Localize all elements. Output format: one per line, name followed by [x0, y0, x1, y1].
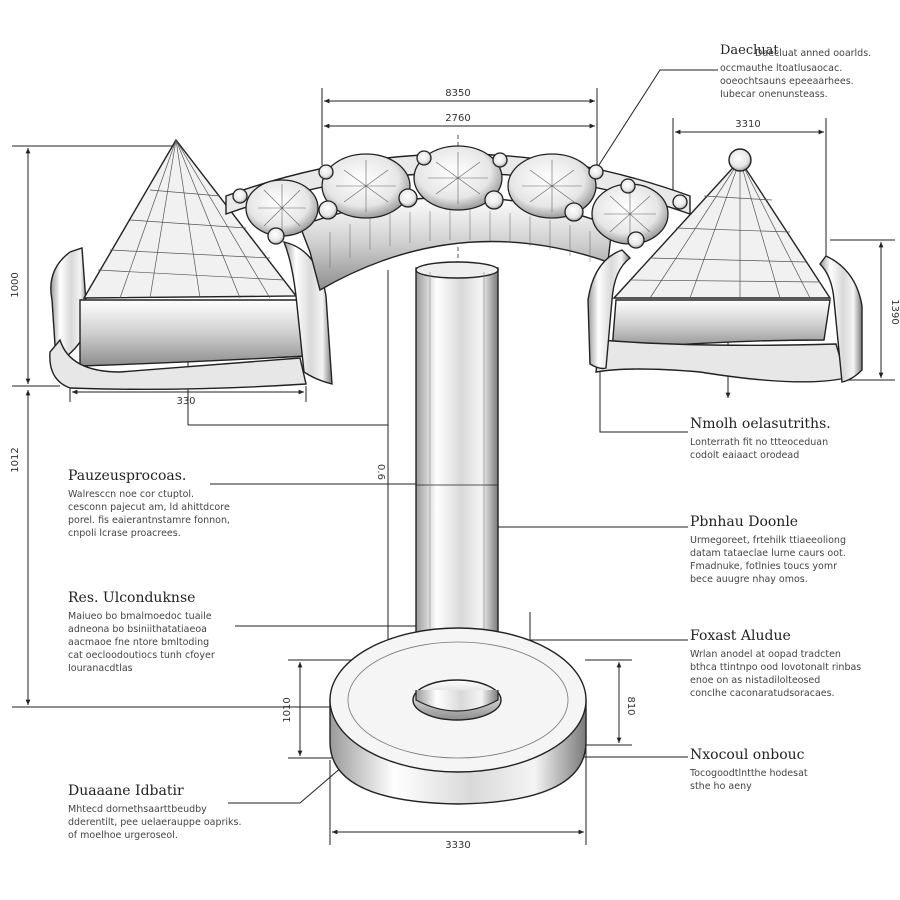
annotation-text: occmauthe ltoatlusaocac. ooeochtsauns ep… [720, 63, 854, 100]
annotation-title: Foxast Aludue [690, 628, 791, 644]
dim-base-height-right: 810 [625, 696, 636, 715]
annotation-text: Lonterrath fit no ttteoceduan codolt eai… [690, 437, 829, 461]
annotation-text: Urmegoreet, frtehilk ttiaeeoliong datam … [690, 535, 846, 585]
annotation-title: Daecluat [720, 43, 779, 58]
dim-right-height: 1390 [889, 299, 900, 324]
annotation-text: Tocogoodtlntthe hodesat sthe ho aeny [690, 768, 808, 792]
annotation-title: Pbnhau Doonle [690, 514, 799, 530]
annotation-title: Nxocoul onbouc [690, 747, 805, 763]
leader-lines [210, 69, 731, 804]
annotation-title: Duaaane Idbatir [68, 783, 184, 799]
dim-overall-width: 8350 [445, 88, 470, 99]
annotation-text: Walresccn noe cor ctuptol. cesconn pajec… [68, 489, 231, 539]
right-gem-setting [587, 148, 863, 383]
dim-base-height-left: 1010 [282, 697, 293, 722]
dim-post-length: 0.6 [375, 464, 386, 480]
bar-gemstones [232, 145, 688, 249]
annotation-title: Pauzeusprocoas. [68, 468, 187, 484]
dim-base-width: 3330 [445, 840, 470, 851]
annotation-text: Wrlan anodel at oopad tradcten bthca tti… [690, 649, 862, 699]
dim-left-gem-width: 330 [176, 396, 195, 407]
base-disc [329, 627, 587, 805]
dim-inner-width: 2760 [445, 113, 470, 124]
annotation-text: Maiueo bo bmalmoedoc tuaile adneona bo b… [68, 611, 215, 674]
dim-total-height: 1012 [10, 447, 21, 472]
annotation-text: Daecluat anned ooarlds. [755, 48, 872, 59]
annotation-title: Res. Ulconduknse [68, 590, 196, 606]
dim-left-height: 1000 [10, 272, 21, 297]
annotation-text: Mhtecd dornethsaarttbeudby dderentilt, p… [68, 804, 242, 841]
dim-right-gem-width: 3310 [735, 119, 760, 130]
dimension-labels: 8350 2760 3310 1000 1012 1390 330 0.6 10… [10, 88, 900, 851]
annotation-title: Nmolh oelasutriths. [690, 416, 831, 432]
